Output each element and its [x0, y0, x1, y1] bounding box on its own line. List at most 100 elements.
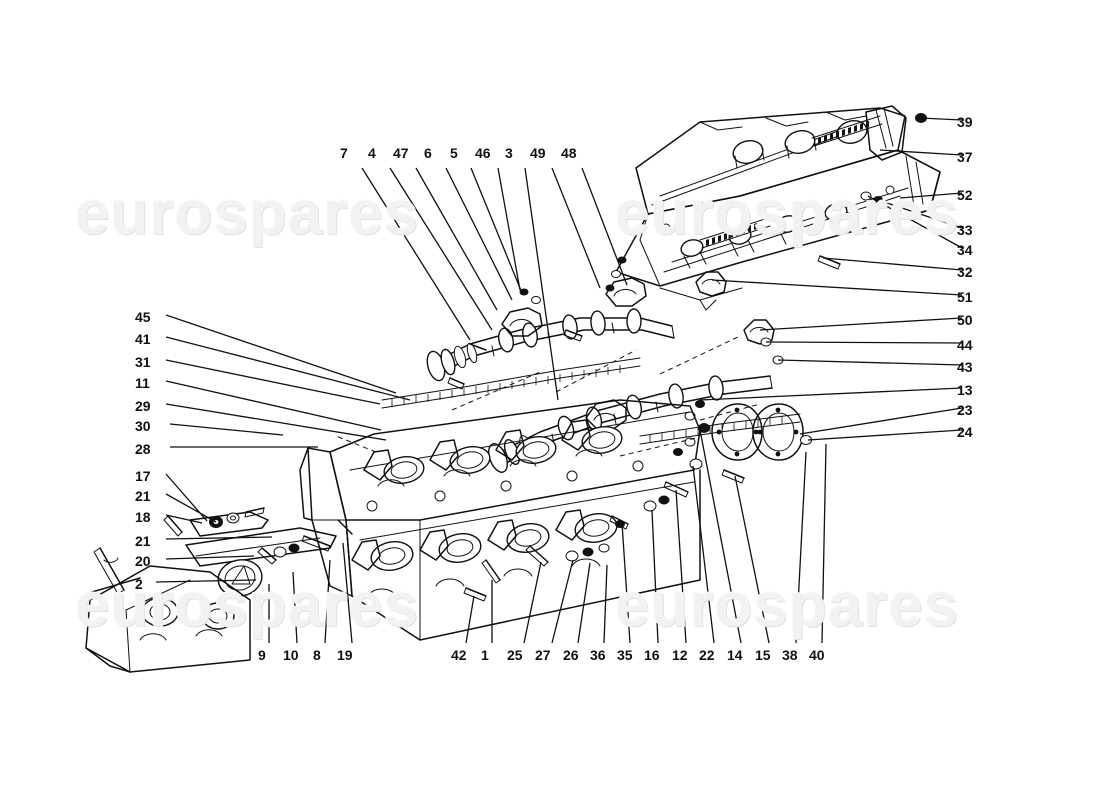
callout-32: 32 — [957, 264, 973, 280]
callout-18: 18 — [135, 509, 151, 525]
callout-46: 46 — [475, 145, 491, 161]
callout-24: 24 — [957, 424, 973, 440]
callout-38: 38 — [782, 647, 798, 663]
leader-line-14 — [699, 429, 742, 644]
leader-line-32 — [822, 257, 963, 271]
leader-line-4 — [389, 167, 493, 331]
leader-line-18 — [165, 514, 203, 524]
callout-50: 50 — [957, 312, 973, 328]
callout-23: 23 — [957, 402, 973, 418]
ferrari-embossing-lower — [699, 217, 771, 249]
leader-line-42 — [465, 595, 475, 644]
callout-13: 13 — [957, 382, 973, 398]
leader-line-45 — [165, 314, 397, 394]
callout-34: 34 — [957, 242, 973, 258]
callout-3: 3 — [505, 145, 513, 161]
callout-5: 5 — [450, 145, 458, 161]
leader-line-21 — [165, 536, 273, 540]
leader-line-35 — [621, 522, 631, 644]
leader-line-47 — [415, 167, 498, 311]
callout-51: 51 — [957, 289, 973, 305]
leader-line-49 — [551, 167, 601, 289]
leader-line-8 — [324, 559, 331, 644]
leader-line-39 — [919, 117, 963, 121]
leader-line-12 — [675, 489, 687, 644]
leader-line-29 — [165, 403, 387, 441]
callout-12: 12 — [672, 647, 688, 663]
callout-16: 16 — [644, 647, 660, 663]
callout-43: 43 — [957, 359, 973, 375]
leader-line-6 — [445, 167, 513, 301]
timing-chain-strips — [381, 357, 801, 445]
leader-line-33 — [877, 199, 963, 229]
cam-bearing-caps-center — [447, 256, 647, 431]
callout-8: 8 — [313, 647, 321, 663]
leader-line-7 — [361, 167, 471, 341]
leader-line-25 — [523, 561, 542, 644]
drive-flange-rings — [684, 400, 812, 461]
callout-41: 41 — [135, 331, 151, 347]
callout-10: 10 — [283, 647, 299, 663]
callout-33: 33 — [957, 222, 973, 238]
leader-line-51 — [711, 279, 963, 296]
callout-42: 42 — [451, 647, 467, 663]
leader-line-11 — [165, 380, 382, 431]
leader-line-38 — [795, 451, 807, 644]
leader-line-20 — [165, 555, 255, 560]
leader-line-16 — [651, 509, 659, 644]
callout-20: 20 — [135, 553, 151, 569]
callout-21: 21 — [135, 488, 151, 504]
callout-15: 15 — [755, 647, 771, 663]
callout-9: 9 — [258, 647, 266, 663]
leader-line-10 — [292, 571, 298, 644]
leader-line-40 — [821, 443, 827, 644]
callout-22: 22 — [699, 647, 715, 663]
leader-line-19 — [342, 542, 353, 644]
callout-29: 29 — [135, 398, 151, 414]
callout-17: 17 — [135, 468, 151, 484]
front-cover-and-gaskets — [85, 507, 353, 673]
leader-line-48 — [581, 167, 628, 286]
callout-25: 25 — [507, 647, 523, 663]
leader-line-31 — [165, 359, 381, 405]
leader-line-50 — [759, 317, 963, 331]
callout-40: 40 — [809, 647, 825, 663]
camshaft-upper — [426, 308, 675, 382]
callout-27: 27 — [535, 647, 551, 663]
leader-line-44 — [765, 341, 963, 344]
callout-19: 19 — [337, 647, 353, 663]
callout-11: 11 — [135, 375, 150, 391]
leader-line-13 — [699, 387, 963, 401]
leader-line-46 — [497, 167, 521, 291]
callout-21: 21 — [135, 533, 151, 549]
callout-47: 47 — [393, 145, 409, 161]
leader-line-52 — [899, 192, 963, 199]
leader-line-5 — [470, 167, 523, 294]
callout-48: 48 — [561, 145, 577, 161]
callout-45: 45 — [135, 309, 151, 325]
callout-31: 31 — [135, 354, 151, 370]
leader-line-37 — [879, 149, 963, 156]
callout-39: 39 — [957, 114, 973, 130]
callout-1: 1 — [481, 647, 489, 663]
leader-line-2 — [155, 579, 257, 583]
leader-line-15 — [734, 475, 770, 644]
callout-35: 35 — [617, 647, 633, 663]
leader-line-30 — [169, 423, 284, 436]
callout-7: 7 — [340, 145, 348, 161]
callout-2: 2 — [135, 576, 143, 592]
leader-line-43 — [777, 359, 963, 366]
right-lower-hardware — [643, 423, 745, 512]
callout-36: 36 — [590, 647, 606, 663]
leader-line-23 — [799, 407, 963, 435]
leader-line-27 — [551, 559, 574, 644]
leader-line-21 — [165, 493, 217, 523]
cam-cover-assembly — [615, 105, 941, 311]
leader-line-22 — [692, 465, 715, 644]
leader-line-41 — [165, 336, 411, 401]
leader-line-24 — [807, 429, 963, 441]
callout-14: 14 — [727, 647, 743, 663]
callout-leader-lines — [155, 117, 963, 644]
leader-line-34 — [867, 195, 963, 249]
